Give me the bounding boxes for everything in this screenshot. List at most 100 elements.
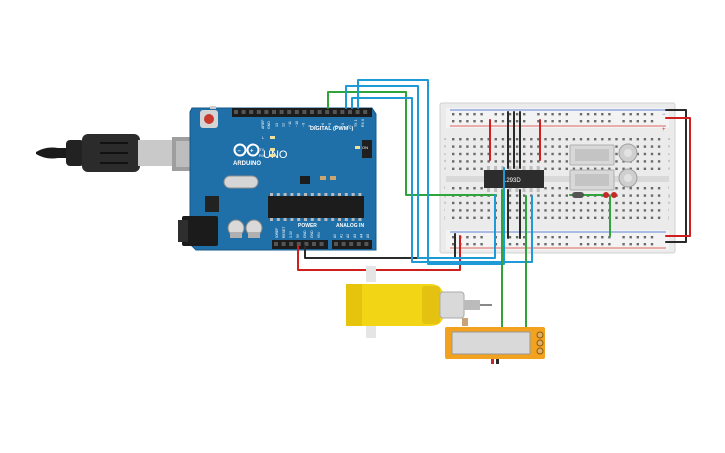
analog-pin-label: A0 xyxy=(333,234,337,238)
row-letter: h xyxy=(668,201,670,205)
digital-pin-label: 7 xyxy=(315,125,319,127)
header-pin[interactable] xyxy=(332,110,337,114)
rail-plus-label: + xyxy=(662,127,666,133)
switch-2[interactable] xyxy=(569,169,615,191)
lcd-display-module[interactable] xyxy=(445,327,545,364)
header-pin[interactable] xyxy=(334,242,338,246)
header-pin[interactable] xyxy=(304,242,309,246)
led-tx xyxy=(270,148,275,151)
header-pin[interactable] xyxy=(289,242,294,246)
display-terminal-3[interactable] xyxy=(536,347,544,355)
display-terminal-1[interactable] xyxy=(536,331,544,339)
header-pin[interactable] xyxy=(363,110,368,114)
header-pin[interactable] xyxy=(234,110,238,114)
header-pin[interactable] xyxy=(325,110,330,114)
power-pin-label: VIN xyxy=(317,232,321,238)
led-on xyxy=(355,146,360,149)
digital-pin-label: 13 xyxy=(275,123,279,127)
wire-blue-1[interactable] xyxy=(345,85,496,259)
svg-text:GND: GND xyxy=(267,121,271,129)
led-rx xyxy=(270,154,275,157)
header-pin[interactable] xyxy=(348,110,352,114)
digital-pin-label: ~10 xyxy=(295,121,299,127)
wire-black-right-rail[interactable] xyxy=(665,109,687,243)
header-pin[interactable] xyxy=(287,110,292,114)
digital-pin-label: RX 0 xyxy=(361,119,365,127)
power-label: POWER xyxy=(298,223,317,229)
svg-text:AREF: AREF xyxy=(261,120,265,129)
header-pin[interactable] xyxy=(272,110,276,114)
power-pin-label: 5V xyxy=(296,233,300,238)
power-pin-label: GND xyxy=(310,230,314,238)
digital-pin-label: TX 1 xyxy=(354,119,358,127)
digital-label: DIGITAL (PWM~) xyxy=(310,126,354,132)
usb-cable[interactable] xyxy=(36,134,206,172)
power-pin-label: 3.3V xyxy=(289,230,293,238)
header-pin[interactable] xyxy=(349,242,354,246)
header-pin[interactable] xyxy=(312,242,316,246)
header-pin[interactable] xyxy=(264,110,269,114)
header-pin[interactable] xyxy=(241,110,246,114)
wire-blue-2[interactable] xyxy=(351,97,533,263)
header-pin[interactable] xyxy=(364,242,369,246)
display-terminal-2[interactable] xyxy=(536,339,544,347)
header-pin[interactable] xyxy=(341,242,346,246)
power-pin-label: GND xyxy=(303,230,307,238)
wire-black-gnd[interactable] xyxy=(304,233,456,259)
power-pin-label: RESET xyxy=(282,227,286,238)
row-letter: d xyxy=(668,159,670,163)
wire-red-right-rail[interactable] xyxy=(665,117,691,237)
wires[interactable] xyxy=(297,79,691,331)
wire-red-5v[interactable] xyxy=(297,235,461,271)
analog-pin-label: A5 xyxy=(366,234,370,238)
header-pin[interactable] xyxy=(356,242,361,246)
potentiometer-1[interactable] xyxy=(618,143,638,163)
crystal xyxy=(223,175,259,189)
header-pin[interactable] xyxy=(310,110,314,114)
row-letter: i xyxy=(668,208,669,212)
digital-pin-label: 2 xyxy=(348,125,352,127)
potentiometer-2[interactable] xyxy=(618,168,638,188)
svg-text:RX: RX xyxy=(259,153,265,158)
digital-pin-label: 4 xyxy=(334,125,338,127)
power-jack[interactable] xyxy=(182,216,218,246)
power-header[interactable] xyxy=(272,240,372,249)
header-pin[interactable] xyxy=(319,242,324,246)
header-pin[interactable] xyxy=(296,242,301,246)
svg-text:ON: ON xyxy=(362,145,368,150)
svg-text:–: – xyxy=(238,149,242,155)
row-letter: f xyxy=(444,186,446,190)
digital-header[interactable] xyxy=(232,108,372,117)
header-pin[interactable] xyxy=(249,110,254,114)
header-pin[interactable] xyxy=(256,110,261,114)
header-pin[interactable] xyxy=(302,110,307,114)
wire-green-digital[interactable] xyxy=(327,91,497,196)
row-letter: e xyxy=(444,167,446,171)
voltage-regulator xyxy=(205,196,219,212)
header-pin[interactable] xyxy=(340,110,345,114)
header-pin[interactable] xyxy=(274,242,278,246)
row-letter: j xyxy=(443,216,445,220)
header-pin[interactable] xyxy=(294,110,299,114)
led-red-2[interactable] xyxy=(611,192,617,198)
digital-pin-label: 12 xyxy=(282,123,286,127)
analog-pin-label: A1 xyxy=(340,234,344,238)
board-model: UNO xyxy=(263,149,288,161)
power-pin-label: IOREF xyxy=(275,228,279,238)
led-red-1[interactable] xyxy=(603,192,609,198)
chip-label: L293D xyxy=(503,178,521,184)
header-pin[interactable] xyxy=(355,110,360,114)
header-pin[interactable] xyxy=(279,110,284,114)
resistor[interactable] xyxy=(572,192,584,198)
analog-pin-label: A2 xyxy=(346,234,350,238)
switch-1[interactable] xyxy=(569,144,615,166)
wire-blue-3[interactable] xyxy=(357,79,505,265)
dc-gear-motor[interactable] xyxy=(346,266,492,338)
digital-pin-label: ~5 xyxy=(328,123,332,127)
header-pin[interactable] xyxy=(317,110,322,114)
header-pin[interactable] xyxy=(281,242,286,246)
